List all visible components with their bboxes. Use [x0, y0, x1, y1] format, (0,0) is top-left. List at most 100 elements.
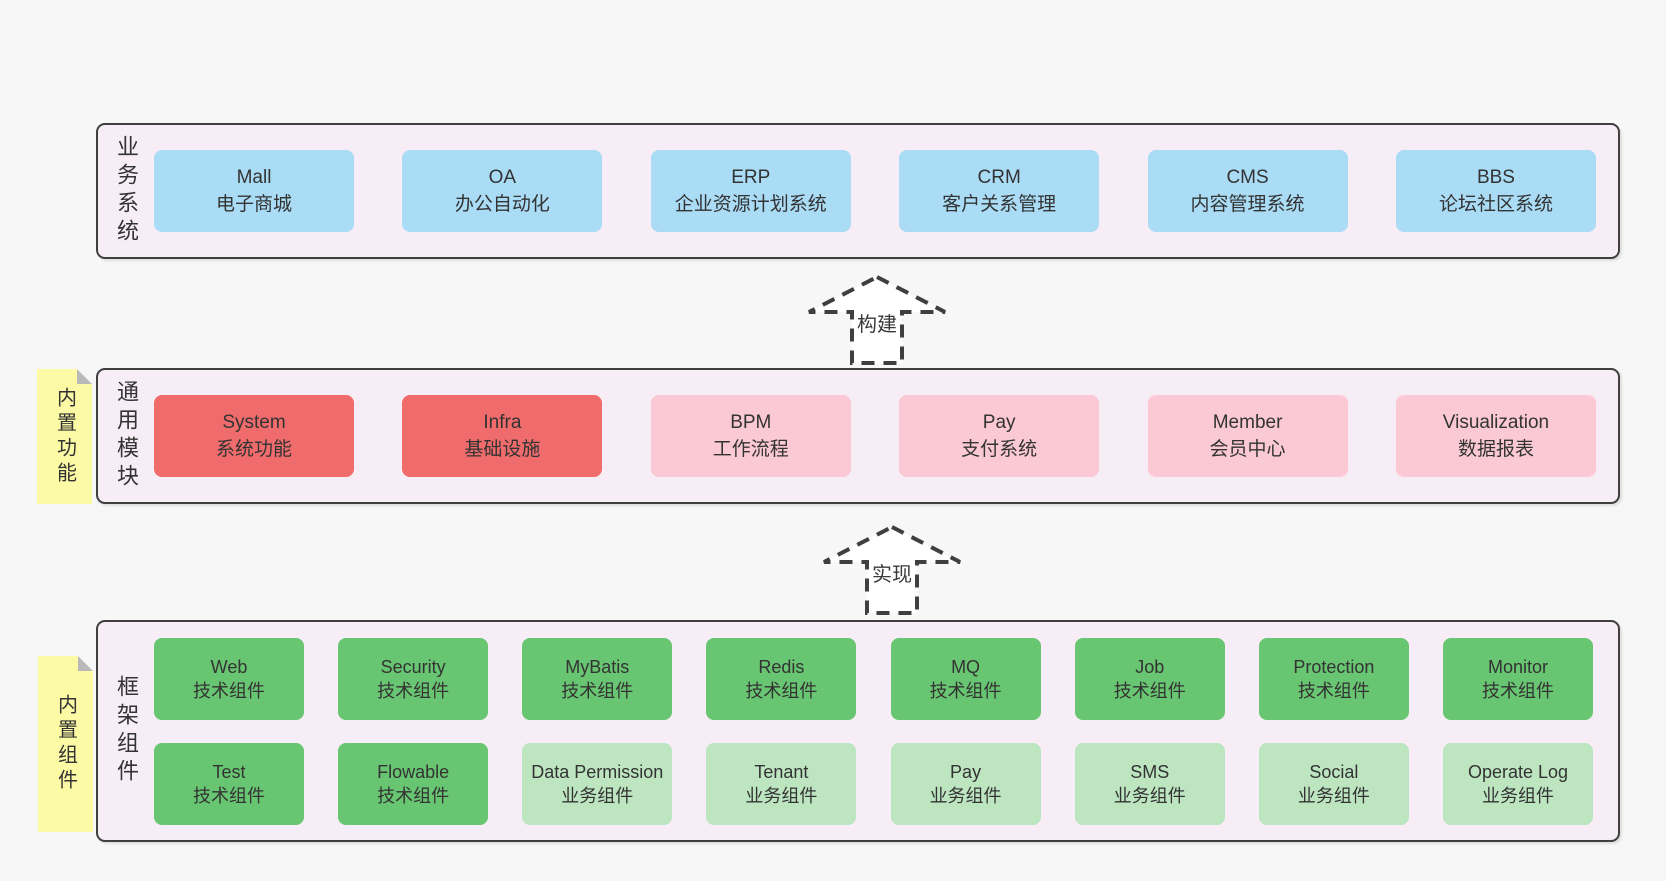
node-title: OA: [488, 167, 517, 188]
node-subtitle: 技术组件: [929, 680, 1002, 701]
component-box-row-2: Test 技术组件 Flowable 技术组件 Data Permission …: [154, 742, 1593, 825]
node-title: CMS: [1226, 167, 1269, 188]
layer-label-text: 框架组件: [114, 675, 139, 787]
box-mybatis: MyBatis 技术组件: [522, 637, 673, 720]
node-title: Flowable: [377, 761, 450, 782]
node-subtitle: 业务组件: [1481, 785, 1554, 806]
node-title: Web: [210, 656, 248, 677]
box-bbs: BBS 论坛社区系统: [1395, 150, 1596, 232]
module-box-row: System 系统功能 Infra 基础设施 BPM 工作流程 Pay 支付系统…: [154, 395, 1596, 477]
box-operate-log: Operate Log 业务组件: [1442, 742, 1593, 825]
node-subtitle: 内容管理系统: [1190, 194, 1305, 215]
node-subtitle: 技术组件: [561, 680, 634, 701]
node-title: Redis: [758, 656, 805, 677]
builtin-features-note: 内置功能: [37, 369, 92, 504]
box-security: Security 技术组件: [338, 637, 489, 720]
node-title: Data Permission: [531, 761, 664, 782]
layer-label-business: 业务系统: [98, 125, 154, 257]
node-subtitle: 会员中心: [1209, 439, 1286, 460]
node-subtitle: 技术组件: [377, 680, 450, 701]
node-subtitle: 企业资源计划系统: [674, 194, 827, 215]
node-subtitle: 系统功能: [215, 439, 292, 460]
box-oa: OA 办公自动化: [402, 150, 603, 232]
box-crm: CRM 客户关系管理: [899, 150, 1100, 232]
layer-label-modules: 通用模块: [98, 370, 154, 502]
layer-label-text: 业务系统: [114, 135, 139, 247]
node-subtitle: 业务组件: [1297, 785, 1370, 806]
box-tenant: Tenant 业务组件: [706, 742, 857, 825]
note-text: 内置组件: [54, 694, 77, 794]
business-boxes: Mall 电子商城 OA 办公自动化 ERP 企业资源计划系统 CRM 客户关系…: [154, 125, 1618, 257]
node-subtitle: 支付系统: [961, 439, 1038, 460]
box-sms: SMS 业务组件: [1074, 742, 1225, 825]
framework-components-layer: 框架组件 Web 技术组件 Security 技术组件 MyBatis 技术组件…: [96, 620, 1620, 842]
node-title: Member: [1212, 412, 1283, 433]
node-title: Infra: [483, 412, 522, 433]
box-test: Test 技术组件: [154, 742, 304, 825]
box-flowable: Flowable 技术组件: [338, 742, 489, 825]
box-cms: CMS 内容管理系统: [1147, 150, 1348, 232]
implement-arrow-label: 实现: [869, 558, 915, 587]
module-boxes: System 系统功能 Infra 基础设施 BPM 工作流程 Pay 支付系统…: [154, 370, 1618, 502]
box-mq: MQ 技术组件: [890, 637, 1041, 720]
node-subtitle: 业务组件: [561, 785, 634, 806]
node-title: BPM: [730, 412, 772, 433]
build-arrow: 构建: [806, 274, 948, 366]
node-subtitle: 业务组件: [1113, 785, 1186, 806]
node-title: Visualization: [1442, 412, 1550, 433]
node-subtitle: 技术组件: [745, 680, 818, 701]
node-title: CRM: [977, 167, 1021, 188]
component-box-row-1: Web 技术组件 Security 技术组件 MyBatis 技术组件 Redi…: [154, 637, 1593, 720]
box-mall: Mall 电子商城: [154, 150, 354, 232]
box-infra: Infra 基础设施: [402, 395, 603, 477]
node-title: Job: [1135, 656, 1165, 677]
node-title: MyBatis: [565, 656, 630, 677]
node-title: Monitor: [1487, 656, 1548, 677]
box-pay-component: Pay 业务组件: [890, 742, 1041, 825]
node-title: Pay: [950, 761, 982, 782]
node-title: ERP: [731, 167, 771, 188]
box-job: Job 技术组件: [1074, 637, 1225, 720]
node-subtitle: 业务组件: [745, 785, 818, 806]
node-title: Tenant: [754, 761, 809, 782]
node-title: MQ: [951, 656, 981, 677]
box-protection: Protection 技术组件: [1258, 637, 1409, 720]
business-box-row: Mall 电子商城 OA 办公自动化 ERP 企业资源计划系统 CRM 客户关系…: [154, 150, 1596, 232]
box-monitor: Monitor 技术组件: [1442, 637, 1593, 720]
implement-arrow: 实现: [821, 524, 963, 616]
node-subtitle: 技术组件: [1481, 680, 1554, 701]
note-text: 内置功能: [53, 386, 76, 487]
node-subtitle: 技术组件: [193, 680, 265, 701]
node-subtitle: 电子商城: [215, 194, 292, 215]
node-subtitle: 客户关系管理: [942, 194, 1057, 215]
node-title: Pay: [982, 412, 1016, 433]
node-subtitle: 技术组件: [1113, 680, 1186, 701]
node-subtitle: 基础设施: [464, 439, 541, 460]
node-title: Security: [380, 656, 446, 677]
layer-label-components: 框架组件: [98, 622, 154, 840]
box-system: System 系统功能: [154, 395, 354, 477]
node-subtitle: 技术组件: [193, 785, 265, 806]
component-boxes: Web 技术组件 Security 技术组件 MyBatis 技术组件 Redi…: [154, 622, 1618, 840]
common-modules-layer: 通用模块 System 系统功能 Infra 基础设施 BPM 工作流程 Pay: [96, 368, 1620, 504]
business-systems-layer: 业务系统 Mall 电子商城 OA 办公自动化 ERP 企业资源计划系统 CRM: [96, 123, 1620, 259]
node-title: BBS: [1476, 167, 1515, 188]
box-data-permission: Data Permission 业务组件: [522, 742, 673, 825]
node-title: SMS: [1130, 761, 1170, 782]
node-title: Operate Log: [1467, 761, 1569, 782]
node-title: Social: [1309, 761, 1359, 782]
node-subtitle: 工作流程: [712, 439, 789, 460]
layer-label-text: 通用模块: [114, 380, 139, 492]
node-title: System: [222, 412, 286, 433]
node-subtitle: 办公自动化: [454, 194, 550, 215]
builtin-components-note: 内置组件: [38, 656, 93, 832]
box-pay-system: Pay 支付系统: [899, 395, 1100, 477]
node-subtitle: 技术组件: [1297, 680, 1370, 701]
node-subtitle: 论坛社区系统: [1438, 194, 1553, 215]
build-arrow-label: 构建: [854, 308, 900, 337]
node-title: Mall: [236, 167, 272, 188]
box-bpm: BPM 工作流程: [650, 395, 851, 477]
node-subtitle: 业务组件: [929, 785, 1002, 806]
node-title: Protection: [1293, 656, 1375, 677]
